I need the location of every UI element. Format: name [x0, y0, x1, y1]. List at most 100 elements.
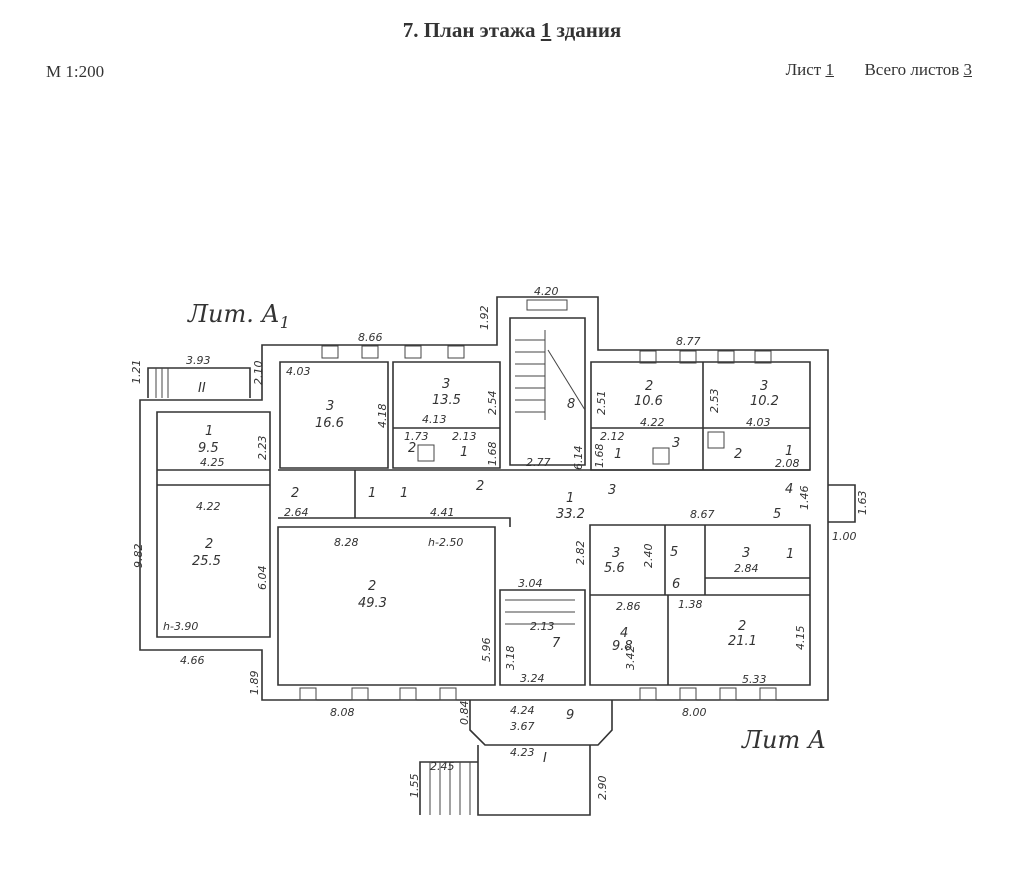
room-number: 2: [734, 447, 742, 462]
room-number: 3: [742, 546, 750, 561]
floor-number: 1: [540, 18, 552, 42]
dimension: 1.00: [832, 530, 857, 543]
room-number: 2: [645, 379, 653, 394]
total-sheets: 3: [963, 60, 973, 79]
dimension: 8.28: [334, 536, 359, 549]
room-number: 3: [442, 377, 450, 392]
room-number: 1: [786, 547, 794, 562]
dimension: 2.08: [775, 457, 800, 470]
dimension: 4.25: [200, 456, 225, 469]
room-number: 5: [670, 545, 678, 560]
dimension: 6.14: [572, 446, 585, 471]
dimension: 5.33: [742, 673, 767, 686]
dimension: 2.13: [530, 620, 555, 633]
room-area: 49.3: [358, 596, 387, 611]
room-number: 4: [620, 626, 628, 641]
room-number: 4: [785, 482, 793, 497]
room-area: 16.6: [315, 416, 344, 431]
dimension: 8.08: [330, 706, 355, 719]
room-number: 7: [552, 636, 561, 651]
title-prefix: 7. План этажа: [402, 18, 536, 42]
dimension: 2.10: [252, 361, 265, 386]
room-area: 9.5: [198, 441, 219, 456]
room-area: 13.5: [432, 393, 461, 408]
dimension: 9.82: [132, 544, 145, 569]
room-number: 1: [785, 444, 793, 459]
room-area: 5.6: [604, 561, 625, 576]
title-suffix: здания: [556, 18, 622, 42]
room-number: 5: [773, 507, 781, 522]
dimension: 1.63: [856, 491, 869, 516]
room-number: 1: [614, 447, 622, 462]
dimension: 8.67: [690, 508, 715, 521]
dimension-labels: 3.93 1.21 2.10 8.66 1.92 4.20 8.77 4.03 …: [130, 285, 869, 800]
room-area: 33.2: [556, 507, 585, 522]
room-area: 21.1: [728, 634, 757, 649]
room-number: 2: [476, 479, 484, 494]
dimension: 4.15: [794, 626, 807, 651]
room-number: 1: [368, 486, 376, 501]
dimension: 3.93: [186, 354, 211, 367]
dimension: 8.66: [358, 331, 383, 344]
dimension: 4.66: [180, 654, 205, 667]
dimension: 2.45: [430, 760, 455, 773]
dimension: 0.84: [458, 701, 471, 726]
sheet-label: Лист: [785, 60, 822, 79]
page-title: 7. План этажа 1 здания: [0, 18, 1024, 43]
room-number: 3: [608, 483, 616, 498]
dimension: 8.00: [682, 706, 707, 719]
room-number: 2: [368, 579, 376, 594]
room-number: 2: [408, 441, 416, 456]
sheet-number: 1: [825, 60, 834, 79]
dimension: 2.82: [574, 541, 587, 566]
dimension: 3.04: [518, 577, 543, 590]
dimension: 2.54: [486, 391, 499, 416]
room-number: 3: [612, 546, 620, 561]
room-number: 3: [672, 436, 680, 451]
room-number: 1: [460, 445, 468, 460]
dimension: 3.24: [520, 672, 545, 685]
dimension: 3.67: [510, 720, 535, 733]
dimension: 1.68: [593, 444, 606, 469]
dimension: 2.13: [452, 430, 477, 443]
room-number: 3: [760, 379, 768, 394]
dimension: 2.40: [642, 544, 655, 569]
dimension: 2.23: [256, 436, 269, 461]
dimension: 4.20: [534, 285, 559, 298]
lit-a-label: Лит А: [741, 726, 826, 754]
dimension: 4.24: [510, 704, 535, 717]
room-number: I: [543, 751, 547, 766]
dimension: 4.03: [746, 416, 771, 429]
room-labels: 1 9.5 2 25.5 3 16.6 3 13.5 2 49.3 1 33.2…: [163, 377, 794, 766]
dimension: 2.51: [595, 391, 608, 416]
room-number: 1: [205, 424, 213, 439]
dimension: 2.77: [526, 456, 551, 469]
dimension: 4.41: [430, 506, 455, 519]
dimension: 5.96: [480, 638, 493, 663]
dimension: 6.04: [256, 566, 269, 591]
dimension: 4.22: [640, 416, 665, 429]
room-number: 8: [567, 397, 575, 412]
room-number: 9: [566, 708, 574, 723]
dimension: 4.22: [196, 500, 221, 513]
room-area: 10.6: [634, 394, 663, 409]
room-number: 1: [400, 486, 408, 501]
dimension: 4.18: [376, 404, 389, 429]
room-number: 2: [291, 486, 299, 501]
sheet-info: Лист 1 Всего листов 3: [786, 60, 972, 80]
dimension: 1.46: [798, 486, 811, 511]
ceiling-height: h-3.90: [163, 620, 198, 633]
lit-a1-label: Лит. А1: [187, 300, 290, 332]
dimension: 1.89: [248, 671, 261, 696]
dimension: 2.12: [600, 430, 625, 443]
dimension: 1.55: [408, 774, 421, 799]
dimension: 3.42: [624, 646, 637, 671]
room-number: 1: [566, 491, 574, 506]
room-area: 25.5: [192, 554, 221, 569]
walls: [139, 296, 856, 816]
dimension: 8.77: [676, 335, 701, 348]
room-area: 10.2: [750, 394, 779, 409]
dimension: 2.53: [708, 389, 721, 414]
room-number: 2: [738, 619, 746, 634]
